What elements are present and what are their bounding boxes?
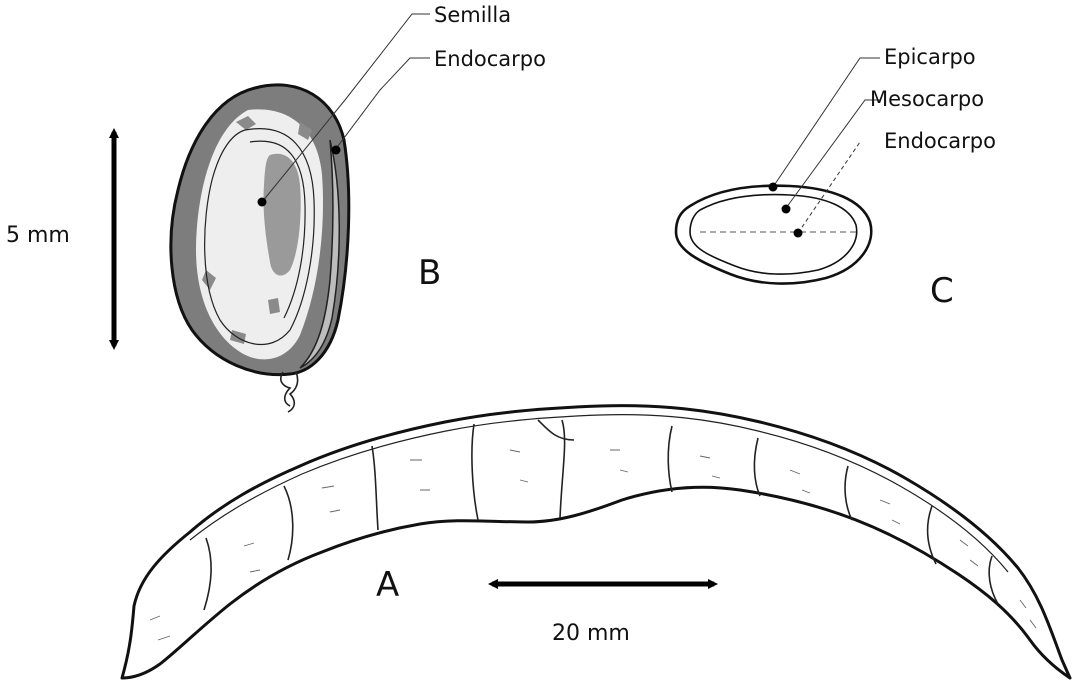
scale-label-5mm: 5 mm	[6, 223, 70, 248]
seed-drawing	[171, 85, 349, 412]
leader-endocarpo-b	[335, 58, 430, 150]
scale-label-20mm: 20 mm	[552, 621, 630, 646]
semilla-point	[258, 198, 267, 207]
panel-letter-c: C	[930, 271, 954, 311]
label-semilla: Semilla	[434, 3, 511, 27]
leader-epicarpo	[773, 58, 880, 187]
label-endocarpo-c: Endocarpo	[884, 129, 996, 153]
epicarpo-point	[769, 183, 778, 192]
seed-stalk	[281, 372, 298, 412]
label-endocarpo-b: Endocarpo	[434, 47, 546, 71]
panel-letter-b: B	[418, 253, 441, 293]
panel-letter-a: A	[376, 565, 399, 605]
label-mesocarpo: Mesocarpo	[870, 87, 984, 111]
label-epicarpo: Epicarpo	[884, 45, 976, 69]
endocarpo-point-c	[794, 229, 803, 238]
cross-section-drawing	[676, 186, 871, 284]
endocarpo-point-b	[332, 146, 341, 155]
mesocarpo-point	[782, 205, 791, 214]
mottle-4	[268, 298, 280, 314]
